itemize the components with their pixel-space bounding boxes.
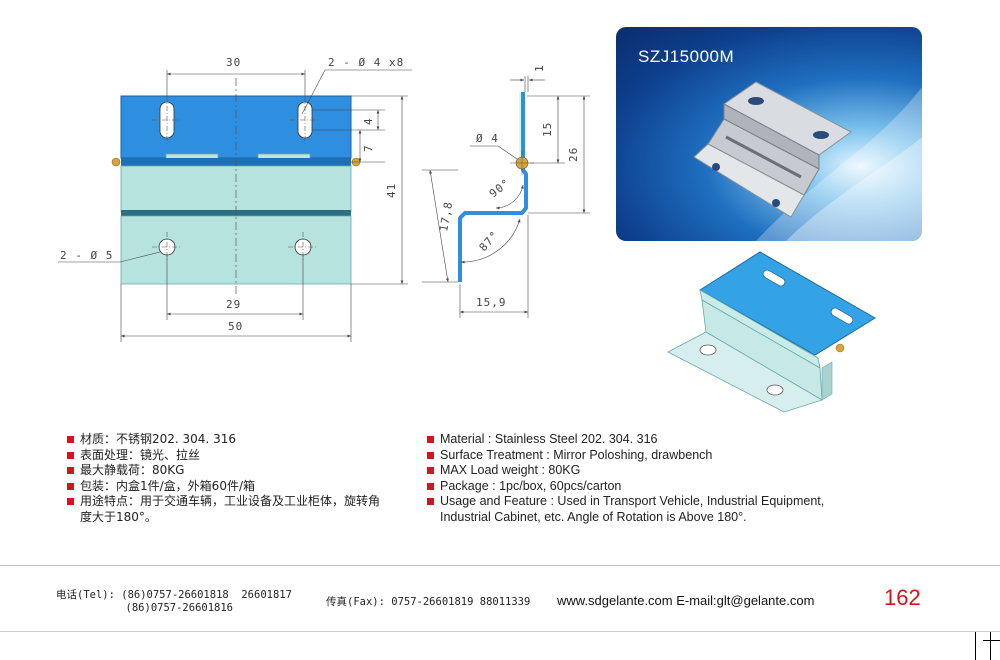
dim-slot: 2 - Ø 4 x8 xyxy=(328,56,404,69)
crop-mark xyxy=(990,632,991,660)
upper-leaf-3d xyxy=(699,251,876,356)
footer-web-email[interactable]: www.sdgelante.com E-mail:glt@gelante.com xyxy=(557,593,815,608)
hinge-photo xyxy=(693,81,922,241)
dim-17-8: 17,8 xyxy=(437,200,455,232)
spec-item: 包装：内盒1件/盒，外箱60件/箱 xyxy=(66,479,386,495)
dim-holes: 2 - Ø 5 xyxy=(60,249,113,262)
product-photo-card: SZJ15000M xyxy=(616,27,922,241)
lower-leaf-upper xyxy=(120,165,352,213)
crop-mark xyxy=(983,640,1000,641)
dim-26: 26 xyxy=(567,147,580,162)
spec-item: Material : Stainless Steel 202. 304. 316 xyxy=(426,432,866,448)
dim-50: 50 xyxy=(228,320,243,333)
dim-1: 1 xyxy=(533,64,546,72)
spec-item: Surface Treatment : Mirror Poloshing, dr… xyxy=(426,448,866,464)
dim-15-9: 15,9 xyxy=(476,296,507,309)
dim-pin: Ø 4 xyxy=(476,132,499,145)
spec-item: Usage and Feature : Used in Transport Ve… xyxy=(426,494,866,525)
page-number: 162 xyxy=(884,585,921,610)
spec-item: MAX Load weight : 80KG xyxy=(426,463,866,479)
side-view: 1 15 26 Ø 4 90° 87° 17,8 15,9 xyxy=(422,64,590,318)
front-view: 30 2 - Ø 4 x8 4 7 41 2 - Ø 5 29 50 xyxy=(58,56,412,342)
dim-41: 41 xyxy=(385,183,398,198)
dim-29: 29 xyxy=(226,298,241,311)
crop-mark xyxy=(975,632,976,660)
footer-divider xyxy=(0,565,1000,566)
dim-15: 15 xyxy=(541,122,554,137)
footer-fax: 传真(Fax): 0757-26601819 88011339 xyxy=(326,596,531,608)
specs-chinese: 材质：不锈钢202. 304. 316 表面处理：镜光、拉丝 最大静载荷：80K… xyxy=(66,432,386,525)
footer-tel: 电话(Tel): (86)0757-26601818 26601817 (86)… xyxy=(56,589,292,614)
technical-drawing: 30 2 - Ø 4 x8 4 7 41 2 - Ø 5 29 50 xyxy=(58,56,876,413)
product-model: SZJ15000M xyxy=(638,47,735,66)
hinge-3d-illustration xyxy=(667,251,876,413)
specs-english: Material : Stainless Steel 202. 304. 316… xyxy=(426,432,866,525)
footer-bottom-divider xyxy=(0,631,1000,632)
dim-30: 30 xyxy=(226,56,241,69)
spec-item: 最大静载荷：80KG xyxy=(66,463,386,479)
spec-item: Package : 1pc/box, 60pcs/carton xyxy=(426,479,866,495)
dim-90: 90° xyxy=(487,176,513,200)
hinge-profile xyxy=(458,92,528,282)
spec-item: 表面处理：镜光、拉丝 xyxy=(66,448,386,464)
dim-4: 4 xyxy=(362,117,375,125)
spec-item: 材质：不锈钢202. 304. 316 xyxy=(66,432,386,448)
spec-item: 用途特点：用于交通车辆，工业设备及工业柜体，旋转角度大于180°。 xyxy=(66,494,386,525)
dim-7: 7 xyxy=(362,144,375,152)
pin-end xyxy=(111,157,121,167)
